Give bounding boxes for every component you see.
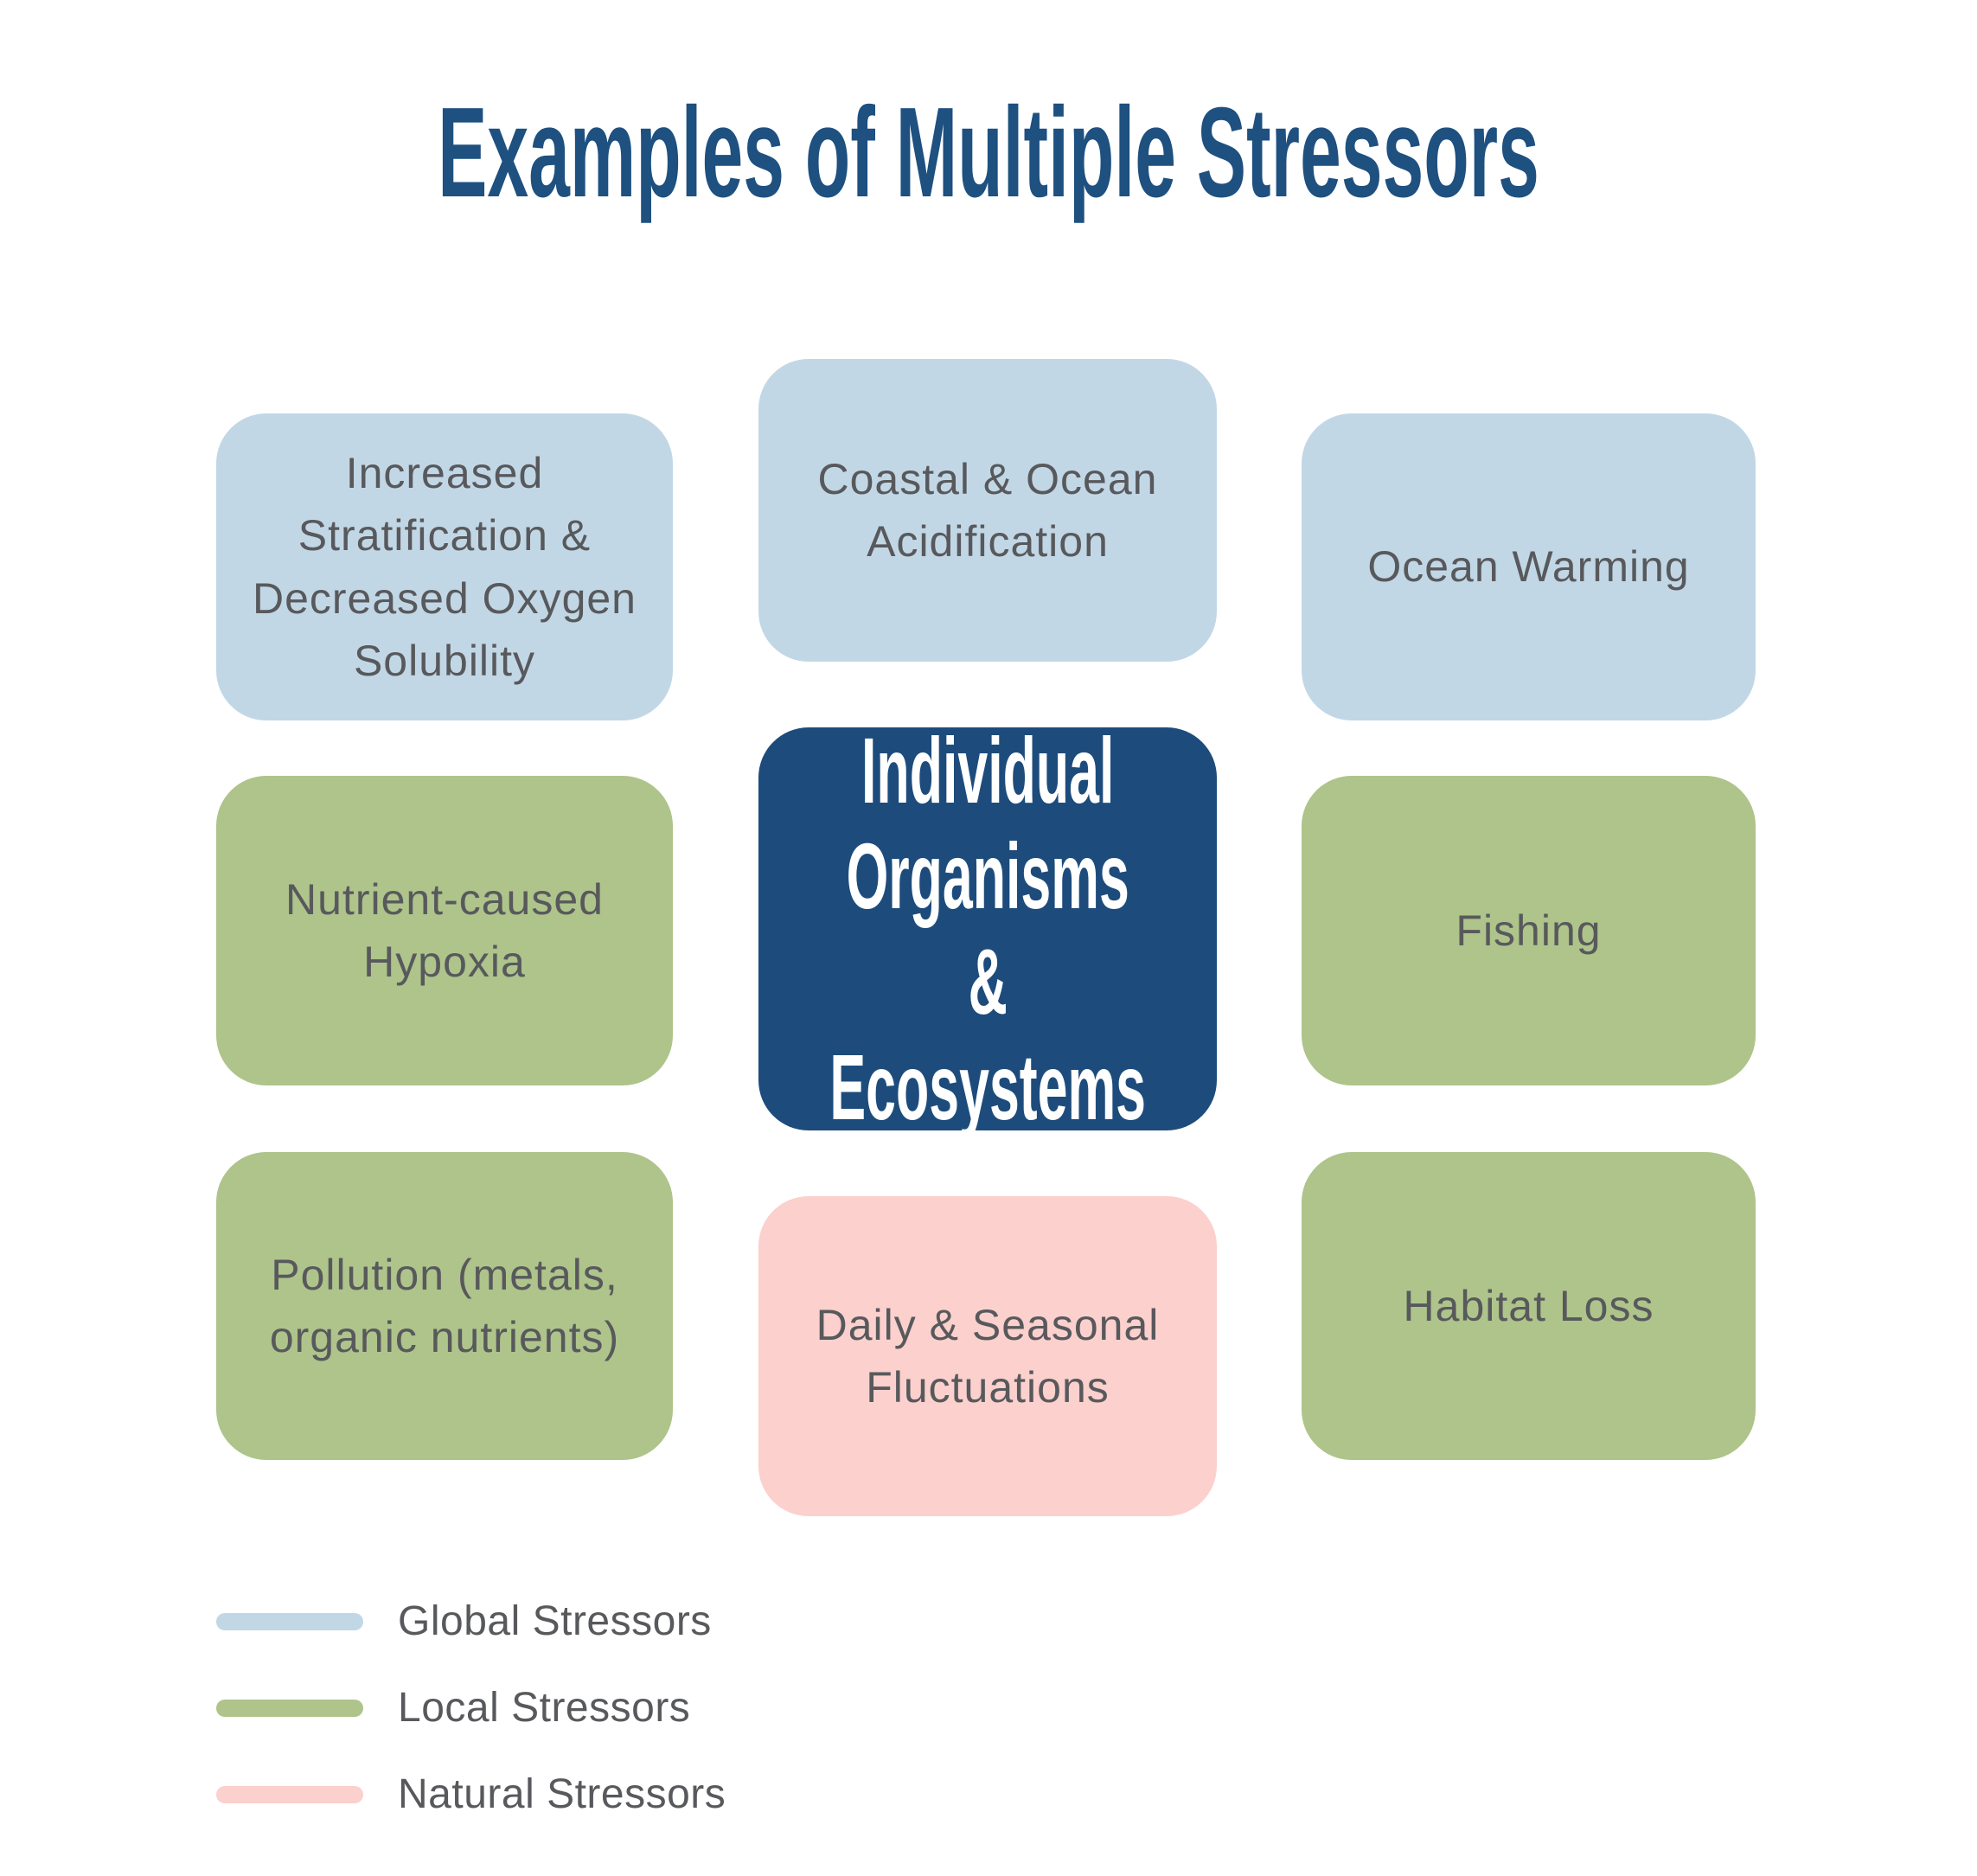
box-pollution: Pollution (metals, organic nutrients) <box>216 1152 673 1460</box>
box-increased-stratification: Increased Stratification & Decreased Oxy… <box>216 413 673 720</box>
box-nutrient-caused-hypoxia: Nutrient-caused Hypoxia <box>216 776 673 1085</box>
legend-swatch-global <box>216 1613 363 1630</box>
box-increased-stratification-label: Increased Stratification & Decreased Oxy… <box>252 448 637 686</box>
box-individual-organisms-ecosystems: Individual Organisms & Ecosystems <box>758 718 1217 1139</box>
page-title: Examples of Multiple Stressors <box>0 81 1977 224</box>
legend-row-global: Global Stressors <box>216 1598 726 1645</box>
box-habitat-loss: Habitat Loss <box>1302 1152 1756 1460</box>
box-fishing: Fishing <box>1302 776 1756 1085</box>
box-daily-seasonal-fluctuations: Daily & Seasonal Fluctuations <box>758 1196 1217 1516</box>
legend-row-local: Local Stressors <box>216 1685 726 1732</box>
box-habitat-loss-label: Habitat Loss <box>1403 1281 1654 1330</box>
legend-label-local: Local Stressors <box>398 1685 691 1731</box>
box-ocean-warming: Ocean Warming <box>1302 413 1756 720</box>
page-title-text: Examples of Multiple Stressors <box>438 81 1539 224</box>
box-individual-organisms-ecosystems-label: Individual Organisms & Ecosystems <box>829 717 1146 1140</box>
box-daily-seasonal-fluctuations-label: Daily & Seasonal Fluctuations <box>816 1300 1160 1412</box>
legend-label-global: Global Stressors <box>398 1598 712 1644</box>
legend-label-natural: Natural Stressors <box>398 1771 726 1817</box>
box-coastal-ocean-acidification-label: Coastal & Ocean Acidification <box>817 454 1158 567</box>
box-fishing-label: Fishing <box>1456 906 1602 955</box>
legend-swatch-natural <box>216 1786 363 1803</box>
box-coastal-ocean-acidification: Coastal & Ocean Acidification <box>758 359 1217 662</box>
box-ocean-warming-label: Ocean Warming <box>1367 542 1690 592</box>
legend: Global Stressors Local Stressors Natural… <box>216 1598 726 1818</box>
legend-swatch-local <box>216 1700 363 1717</box>
box-pollution-label: Pollution (metals, organic nutrients) <box>269 1250 620 1362</box>
legend-row-natural: Natural Stressors <box>216 1771 726 1818</box>
box-nutrient-caused-hypoxia-label: Nutrient-caused Hypoxia <box>285 874 604 987</box>
